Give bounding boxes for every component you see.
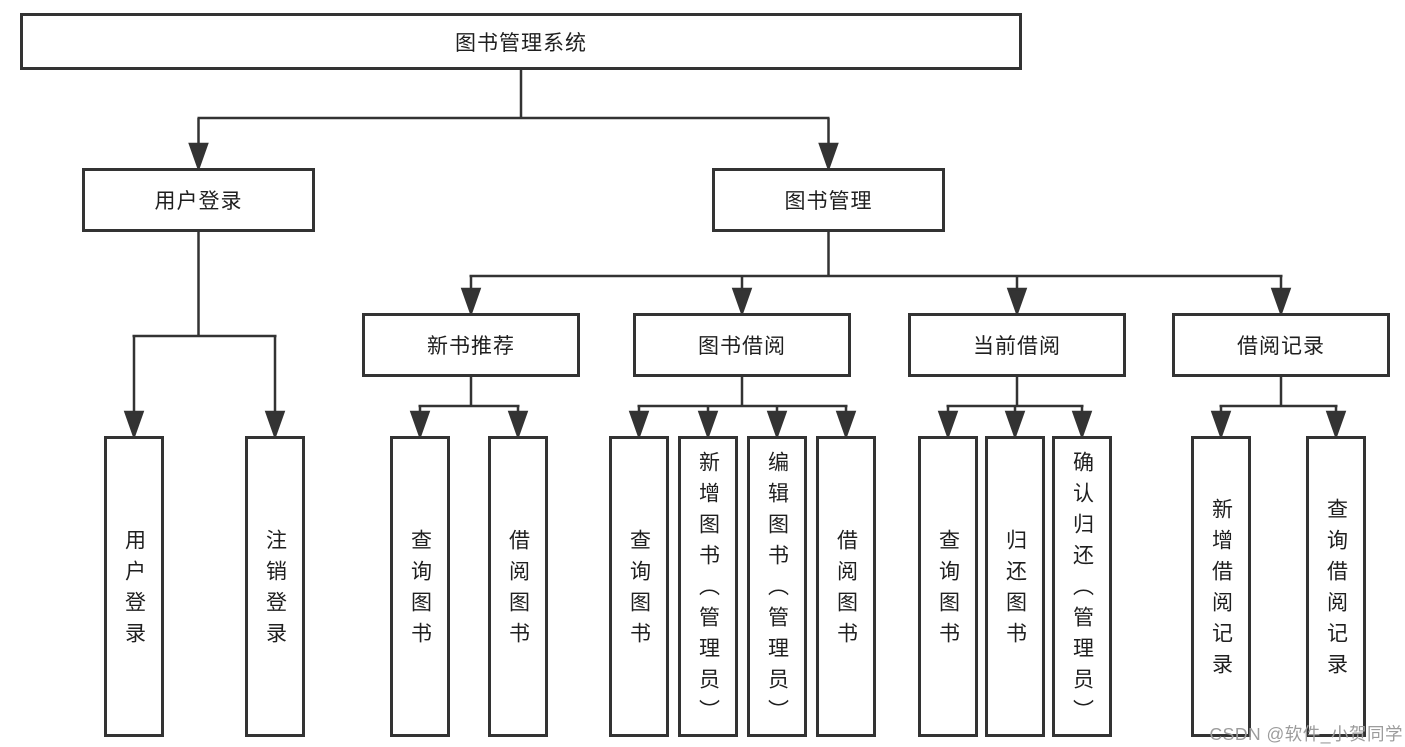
node-book-borrow: 图书借阅 xyxy=(633,313,851,377)
connector-recommend-to-leaves xyxy=(409,377,529,440)
connector-userlogin-to-leaves xyxy=(123,232,286,440)
node-borrow-record: 借阅记录 xyxy=(1172,313,1390,377)
leaf-current-query-book: 查询图书 xyxy=(918,436,978,737)
leaf-borrow-query-book: 查询图书 xyxy=(609,436,669,737)
leaf-borrow-edit-book-admin: 编辑图书（管理员） xyxy=(747,436,807,737)
leaf-logout: 注销登录 xyxy=(245,436,305,737)
node-root-system: 图书管理系统 xyxy=(20,13,1022,70)
leaf-current-return-book: 归还图书 xyxy=(985,436,1045,737)
leaf-borrow-add-book-admin: 新增图书（管理员） xyxy=(678,436,738,737)
connector-record-to-leaves xyxy=(1210,377,1347,440)
csdn-watermark: CSDN @软件_小贺同学 xyxy=(1209,724,1403,744)
connector-root-to-level2 xyxy=(188,70,839,172)
node-user-login: 用户登录 xyxy=(82,168,315,232)
leaf-record-query-record: 查询借阅记录 xyxy=(1306,436,1366,737)
node-current-borrow: 当前借阅 xyxy=(908,313,1126,377)
leaf-recommend-query-book: 查询图书 xyxy=(390,436,450,737)
node-book-management: 图书管理 xyxy=(712,168,945,232)
connector-current-to-leaves xyxy=(937,377,1093,440)
leaf-record-add-record: 新增借阅记录 xyxy=(1191,436,1251,737)
leaf-borrow-borrow-book: 借阅图书 xyxy=(816,436,876,737)
leaf-recommend-borrow-book: 借阅图书 xyxy=(488,436,548,737)
connector-bookmgmt-to-level3 xyxy=(460,232,1292,317)
leaf-current-confirm-return-admin: 确认归还（管理员） xyxy=(1052,436,1112,737)
node-new-book-recommend: 新书推荐 xyxy=(362,313,580,377)
leaf-user-login: 用户登录 xyxy=(104,436,164,737)
connector-borrow-to-leaves xyxy=(628,377,857,440)
